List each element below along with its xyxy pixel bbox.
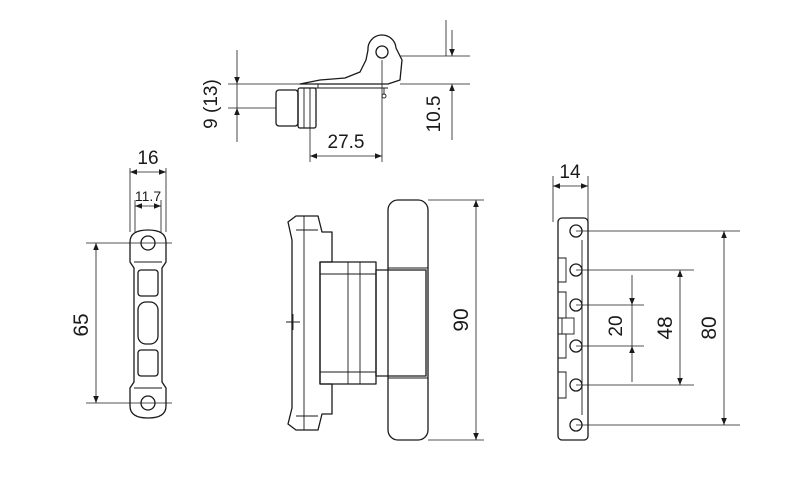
left-view: 16 11.7 65 xyxy=(70,148,172,419)
dim-top-offset: 9 (13) xyxy=(201,79,222,129)
dim-right-span-mid: 48 xyxy=(654,316,677,339)
dim-right-width: 14 xyxy=(559,162,581,183)
dim-top-height: 10.5 xyxy=(424,96,445,133)
right-view: 14 20 48 80 xyxy=(552,162,740,441)
dim-left-pitch: 65 xyxy=(70,313,93,336)
dim-top-width: 27.5 xyxy=(328,132,365,153)
dim-right-span-small: 20 xyxy=(606,315,627,336)
dim-left-width: 16 xyxy=(137,148,158,169)
dim-left-inner-width: 11.7 xyxy=(135,188,161,204)
center-view: 90 xyxy=(286,199,484,441)
dim-right-span-large: 80 xyxy=(698,316,721,339)
top-view: 9 (13) 10.5 27.5 xyxy=(201,20,470,162)
dim-center-height: 90 xyxy=(450,308,473,331)
